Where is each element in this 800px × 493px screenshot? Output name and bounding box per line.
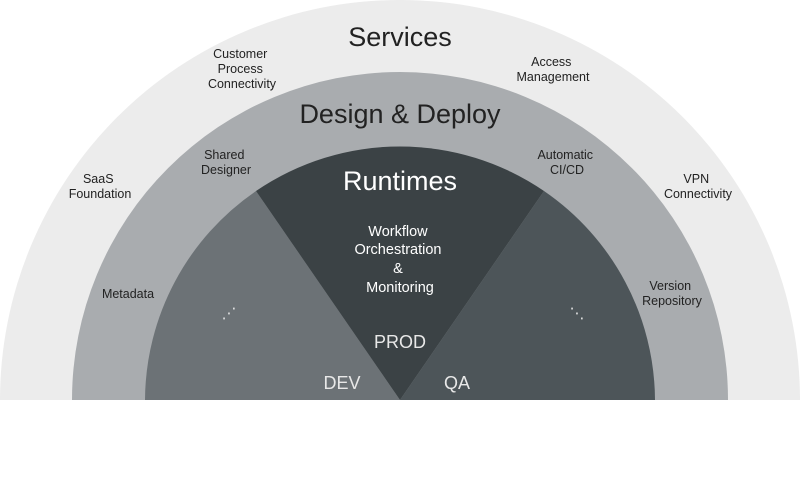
runtime-qa-sector	[400, 191, 655, 400]
design-deploy-title: Design & Deploy	[299, 99, 501, 129]
design-item-version-repository: Version Repository	[642, 279, 702, 308]
design-item-metadata: Metadata	[102, 287, 154, 301]
services-item-saas-foundation: SaaS Foundation	[69, 172, 132, 201]
design-item-automatic-cicd: Automatic CI/CD	[537, 148, 596, 177]
runtimes-title: Runtimes	[343, 166, 457, 196]
qa-label: QA	[444, 373, 470, 393]
design-item-shared-designer: Shared Designer	[201, 148, 251, 177]
runtime-prod-sector	[256, 146, 544, 400]
services-item-vpn-connectivity: VPN Connectivity	[664, 172, 733, 201]
services-title: Services	[348, 22, 452, 52]
prod-label: PROD	[374, 332, 426, 352]
runtime-dev-sector	[145, 191, 400, 400]
services-item-customer-process-connectivity: Customer Process Connectivity	[208, 47, 277, 91]
dev-label: DEV	[323, 373, 360, 393]
qa-ellipsis: ⋱	[570, 306, 585, 322]
dev-ellipsis: ⋰	[222, 306, 237, 322]
runtime-item-workflow-orchestration-monitoring: Workflow Orchestration & Monitoring	[354, 224, 445, 296]
services-item-access-management: Access Management	[517, 55, 590, 84]
